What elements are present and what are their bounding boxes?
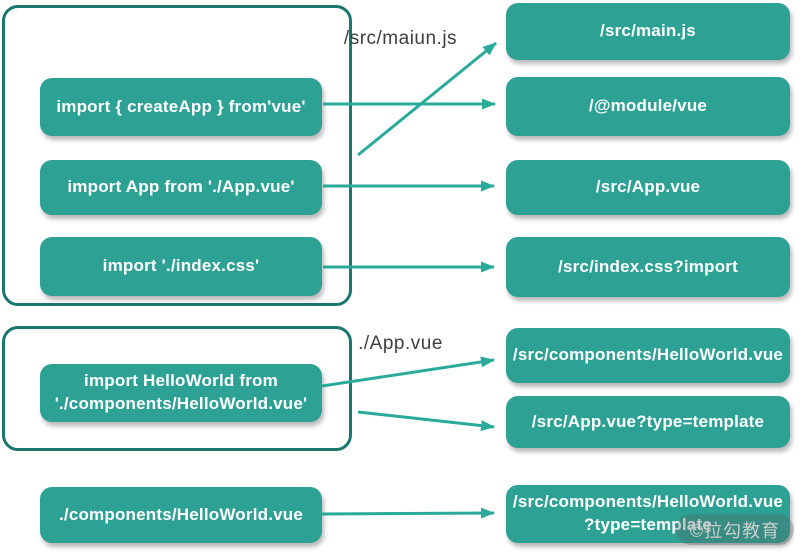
import-statement-helloworld: import HelloWorld from './components/Hel… (40, 364, 322, 422)
request-box-module-vue: /@module/vue (506, 77, 790, 136)
watermark-lagou: ©拉勾教育 (676, 514, 794, 545)
arrow-main-panel-to-main-js (357, 41, 497, 157)
request-box-main-js: /src/main.js (506, 3, 790, 60)
request-box-index-css-import: /src/index.css?import (506, 237, 790, 297)
request-box-helloworld-template: /src/components/HelloWorld.vue ?type=tem… (506, 485, 790, 543)
source-file-helloworld-vue: ./components/HelloWorld.vue (40, 487, 322, 543)
import-statement-createapp: import { createApp } from'vue' (40, 78, 322, 136)
panel-title-app-vue: ./App.vue (358, 333, 443, 354)
request-box-app-vue: /src/App.vue (506, 160, 790, 215)
request-box-app-vue-template: /src/App.vue?type=template (506, 396, 790, 448)
import-statement-index-css: import './index.css' (40, 237, 322, 296)
import-statement-app-vue: import App from './App.vue' (40, 160, 322, 215)
request-box-helloworld-vue: /src/components/HelloWorld.vue (506, 328, 790, 383)
arrow-helloworld-to-template (321, 507, 495, 519)
arrow-app-panel-to-template (357, 410, 495, 432)
